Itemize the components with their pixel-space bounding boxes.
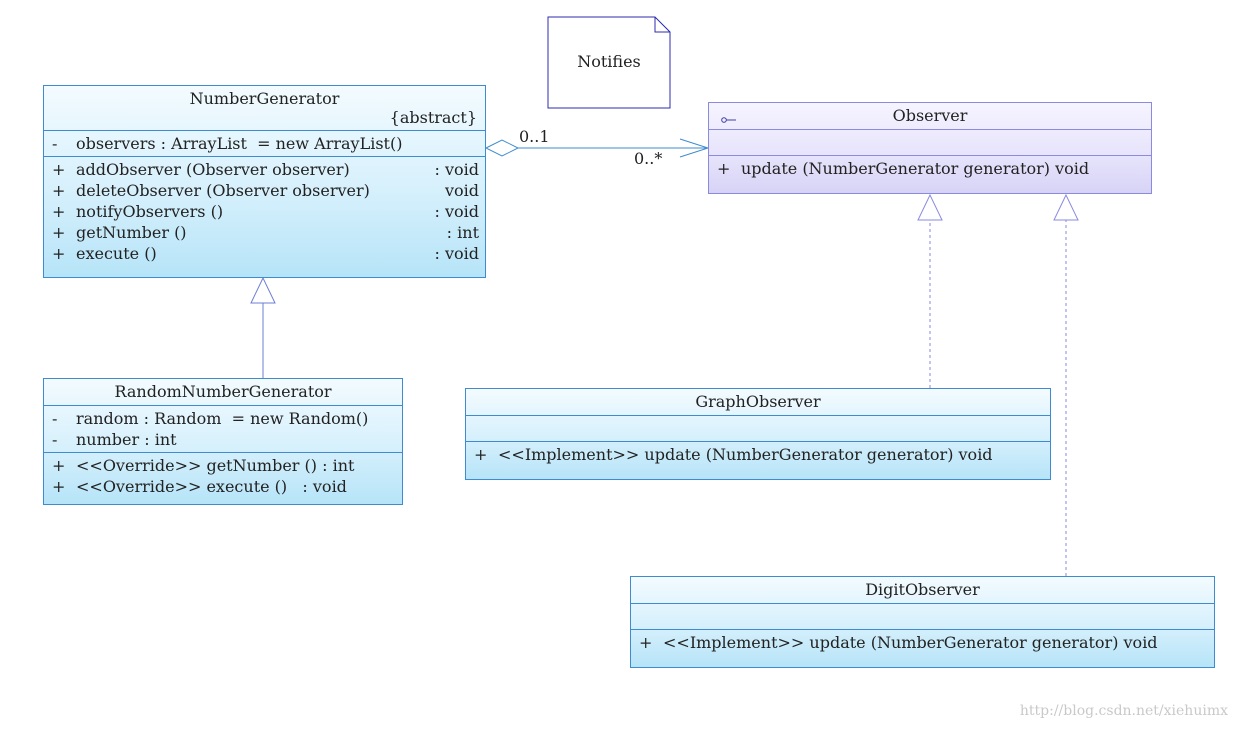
- class-name: NumberGenerator: [189, 89, 340, 108]
- class-random-number-generator[interactable]: RandomNumberGenerator - random : Random …: [43, 378, 403, 505]
- attributes-section: [631, 603, 1214, 629]
- realization-arrowhead-graph: [917, 193, 943, 221]
- operation-row: + <<Implement>> update (NumberGenerator …: [639, 633, 1158, 652]
- operations-section: + addObserver (Observer observer) : void…: [44, 156, 485, 266]
- attributes-section: - observers : ArrayList = new ArrayList(…: [44, 130, 485, 156]
- interface-name: Observer: [892, 106, 968, 125]
- note-text: Notifies: [577, 52, 641, 71]
- operation-row: + notifyObservers () : void: [52, 202, 479, 221]
- class-graph-observer[interactable]: GraphObserver + <<Implement>> update (Nu…: [465, 388, 1051, 480]
- target-multiplicity: 0..*: [634, 149, 663, 168]
- attribute-row: - observers : ArrayList = new ArrayList(…: [52, 134, 403, 153]
- class-number-generator[interactable]: NumberGenerator {abstract} - observers :…: [43, 85, 486, 278]
- operation-row: + execute () : void: [52, 244, 479, 263]
- class-name: RandomNumberGenerator: [114, 382, 332, 401]
- operations-section: + update (NumberGenerator generator) voi…: [709, 155, 1151, 181]
- class-name: GraphObserver: [695, 392, 821, 411]
- attribute-row: - random : Random = new Random(): [52, 409, 369, 428]
- attributes-section: - random : Random = new Random() - numbe…: [44, 405, 402, 452]
- operations-section: + <<Implement>> update (NumberGenerator …: [466, 441, 1050, 467]
- attributes-section: [709, 129, 1151, 155]
- operation-row: + <<Implement>> update (NumberGenerator …: [474, 445, 993, 464]
- generalization-arrowhead: [250, 276, 276, 304]
- realization-arrowhead-digit: [1053, 193, 1079, 221]
- class-stereotype: {abstract}: [389, 108, 477, 127]
- class-digit-observer[interactable]: DigitObserver + <<Implement>> update (Nu…: [630, 576, 1215, 668]
- operation-row: + deleteObserver (Observer observer) voi…: [52, 181, 479, 200]
- interface-observer[interactable]: Observer + update (NumberGenerator gener…: [708, 102, 1152, 194]
- attributes-section: [466, 415, 1050, 441]
- aggregation-diamond: [484, 139, 520, 157]
- operation-row: + <<Override>> execute () : void: [52, 477, 347, 496]
- operations-section: + <<Implement>> update (NumberGenerator …: [631, 629, 1214, 655]
- operation-row: + getNumber () : int: [52, 223, 479, 242]
- association-arrowhead: [679, 138, 710, 158]
- watermark: http://blog.csdn.net/xiehuimx: [1019, 703, 1228, 719]
- operation-row: + <<Override>> getNumber () : int: [52, 456, 355, 475]
- operation-row: + addObserver (Observer observer) : void: [52, 160, 479, 179]
- class-name: DigitObserver: [865, 580, 980, 599]
- source-multiplicity: 0..1: [519, 127, 550, 146]
- interface-lollipop-icon: [721, 117, 736, 123]
- operations-section: + <<Override>> getNumber () : int + <<Ov…: [44, 452, 402, 499]
- operation-row: + update (NumberGenerator generator) voi…: [717, 159, 1090, 178]
- note-fold: [654, 17, 670, 33]
- attribute-row: - number : int: [52, 430, 177, 449]
